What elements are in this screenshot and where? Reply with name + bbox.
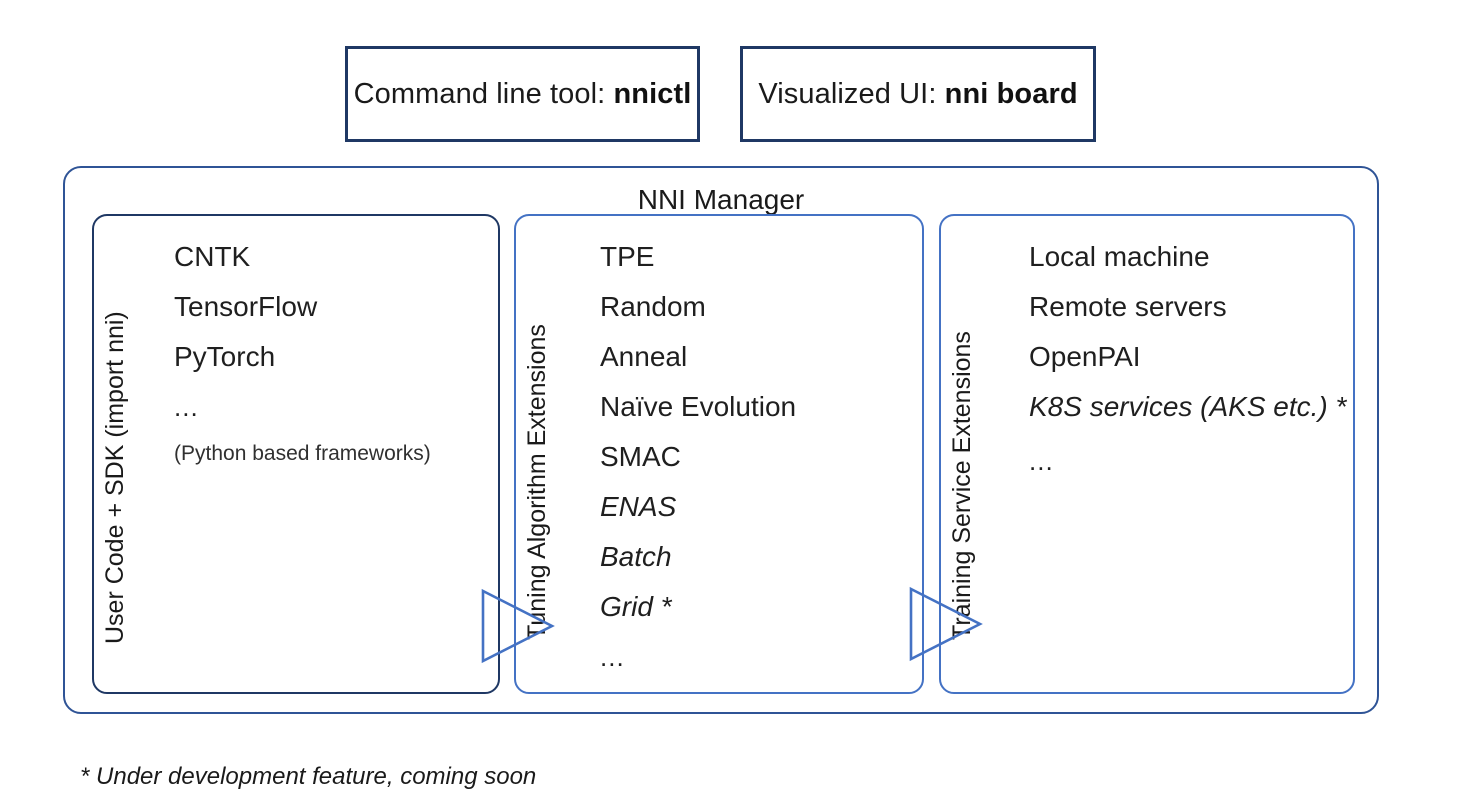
list-item: Local machine bbox=[1029, 241, 1210, 272]
arrow-tuner-to-training-icon bbox=[906, 583, 986, 665]
list-item: ENAS bbox=[600, 491, 677, 522]
arrow-user-to-tuner-icon bbox=[478, 585, 558, 667]
list-item: SMAC bbox=[600, 441, 681, 472]
list-item: Remote servers bbox=[1029, 291, 1227, 322]
nni-manager-title: NNI Manager bbox=[637, 184, 805, 215]
list-item: Grid * bbox=[600, 591, 672, 622]
list-item-note: (Python based frameworks) bbox=[174, 442, 431, 465]
user-code-column: User Code + SDK (import nni) CNTK Tensor… bbox=[92, 214, 500, 694]
training-service-extensions-column: Training Service Extensions Local machin… bbox=[939, 214, 1355, 694]
visualized-ui-prefix: Visualized UI: bbox=[758, 77, 945, 110]
list-item: OpenPAI bbox=[1029, 341, 1141, 372]
tuning-algorithm-item-list: TPE Random Anneal Naïve Evolution SMAC E… bbox=[600, 232, 914, 682]
list-item: Batch bbox=[600, 541, 672, 572]
list-item: Anneal bbox=[600, 341, 688, 372]
training-service-extensions-side-label: Training Service Extensions bbox=[947, 331, 976, 640]
list-item-ellipsis: ... bbox=[600, 642, 625, 672]
tuning-algorithm-extensions-column: Tuning Algorithm Extensions TPE Random A… bbox=[514, 214, 924, 694]
list-item: CNTK bbox=[174, 241, 251, 272]
tuning-algorithm-extensions-side-label: Tuning Algorithm Extensions bbox=[522, 324, 551, 640]
visualized-ui-value: nni board bbox=[944, 77, 1078, 110]
list-item-ellipsis: ... bbox=[174, 392, 199, 422]
list-item: PyTorch bbox=[174, 341, 276, 372]
visualized-ui-label: Visualized UI: nni board bbox=[758, 78, 1077, 111]
footnote-under-development: * Under development feature, coming soon bbox=[80, 763, 537, 790]
command-line-tool-label: Command line tool: nnictl bbox=[354, 78, 692, 111]
user-code-side-label: User Code + SDK (import nni) bbox=[100, 311, 129, 644]
list-item: TensorFlow bbox=[174, 291, 318, 322]
list-item: TPE bbox=[600, 241, 655, 272]
list-item: Random bbox=[600, 291, 706, 322]
command-line-tool-box: Command line tool: nnictl bbox=[345, 46, 700, 142]
list-item: Naïve Evolution bbox=[600, 391, 797, 422]
command-line-tool-prefix: Command line tool: bbox=[353, 77, 614, 110]
visualized-ui-box: Visualized UI: nni board bbox=[740, 46, 1096, 142]
list-item-ellipsis: ... bbox=[1029, 446, 1054, 476]
list-item: K8S services (AKS etc.) * bbox=[1029, 391, 1347, 422]
user-code-item-list: CNTK TensorFlow PyTorch ... (Python base… bbox=[174, 232, 490, 476]
training-service-item-list: Local machine Remote servers OpenPAI K8S… bbox=[1029, 232, 1347, 486]
command-line-tool-value: nnictl bbox=[613, 77, 692, 110]
